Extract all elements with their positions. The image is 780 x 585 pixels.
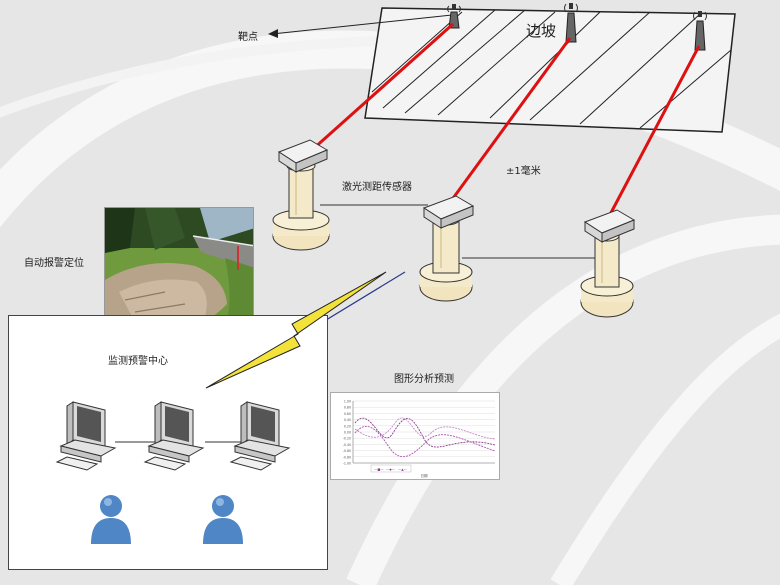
user-icon: [91, 495, 131, 544]
computer-icon: [55, 401, 117, 471]
target-point-label: 靶点: [238, 32, 258, 43]
accuracy-label: ±1毫米: [506, 166, 541, 177]
laser-beams: [302, 22, 701, 227]
series-line-2: [354, 426, 496, 458]
y-tick-label: 0.20: [344, 424, 351, 428]
target-marker-3: [693, 11, 707, 51]
monitoring-center-graphics: [55, 401, 291, 544]
analysis-chart-thumbnail: 1.00 0.80 0.60 0.40 0.20 0.00 -0.20 -0.40 -0.60 -…: [330, 392, 500, 480]
legend-entry: —■—: [374, 468, 384, 472]
slope-label: 边坡: [526, 22, 557, 40]
legend-entry: —◆—: [386, 468, 396, 472]
y-tick-label: 0.80: [344, 406, 351, 410]
sensor-label: 激光测距传感器: [342, 182, 412, 193]
landslide-image: [105, 208, 253, 330]
legend-entry: —▲—: [398, 468, 408, 472]
series-line-1: [354, 417, 496, 448]
target-marker-2: [564, 3, 578, 43]
series-line-3: [354, 417, 496, 440]
y-tick-label: 1.00: [344, 400, 351, 404]
sensor-pillar-2: [419, 195, 475, 302]
y-tick-label: 0.60: [344, 412, 351, 416]
target-arrow: [268, 14, 453, 38]
y-tick-label: 0.40: [344, 418, 351, 422]
auto-alarm-label: 自动报警定位: [24, 258, 84, 269]
y-tick-label: -0.80: [343, 455, 351, 459]
monitoring-center-title: 监测预警中心: [108, 356, 168, 367]
monitoring-center-panel: [8, 315, 328, 570]
y-tick-label: -0.20: [343, 437, 351, 441]
graph-analysis-label: 图形分析预测: [394, 374, 454, 385]
slope-surface: [364, 7, 736, 133]
y-tick-label: -1.00: [343, 462, 351, 466]
sensor-pillar-3: [580, 209, 636, 318]
computer-icon: [229, 401, 291, 471]
legend-box: [370, 464, 412, 473]
y-tick-label: -0.40: [343, 443, 351, 447]
y-tick-label: 0.00: [344, 431, 351, 435]
user-icon: [203, 495, 243, 544]
analysis-chart: 1.00 0.80 0.60 0.40 0.20 0.00 -0.20 -0.40 -0.60 -…: [343, 400, 496, 478]
y-tick-label: -0.60: [343, 449, 351, 453]
x-axis-label: 日期: [421, 473, 429, 478]
landslide-photo: [104, 207, 254, 331]
sensor-pillar-1: [272, 139, 330, 251]
network-cables: [320, 204, 598, 259]
computer-icon: [143, 401, 205, 471]
